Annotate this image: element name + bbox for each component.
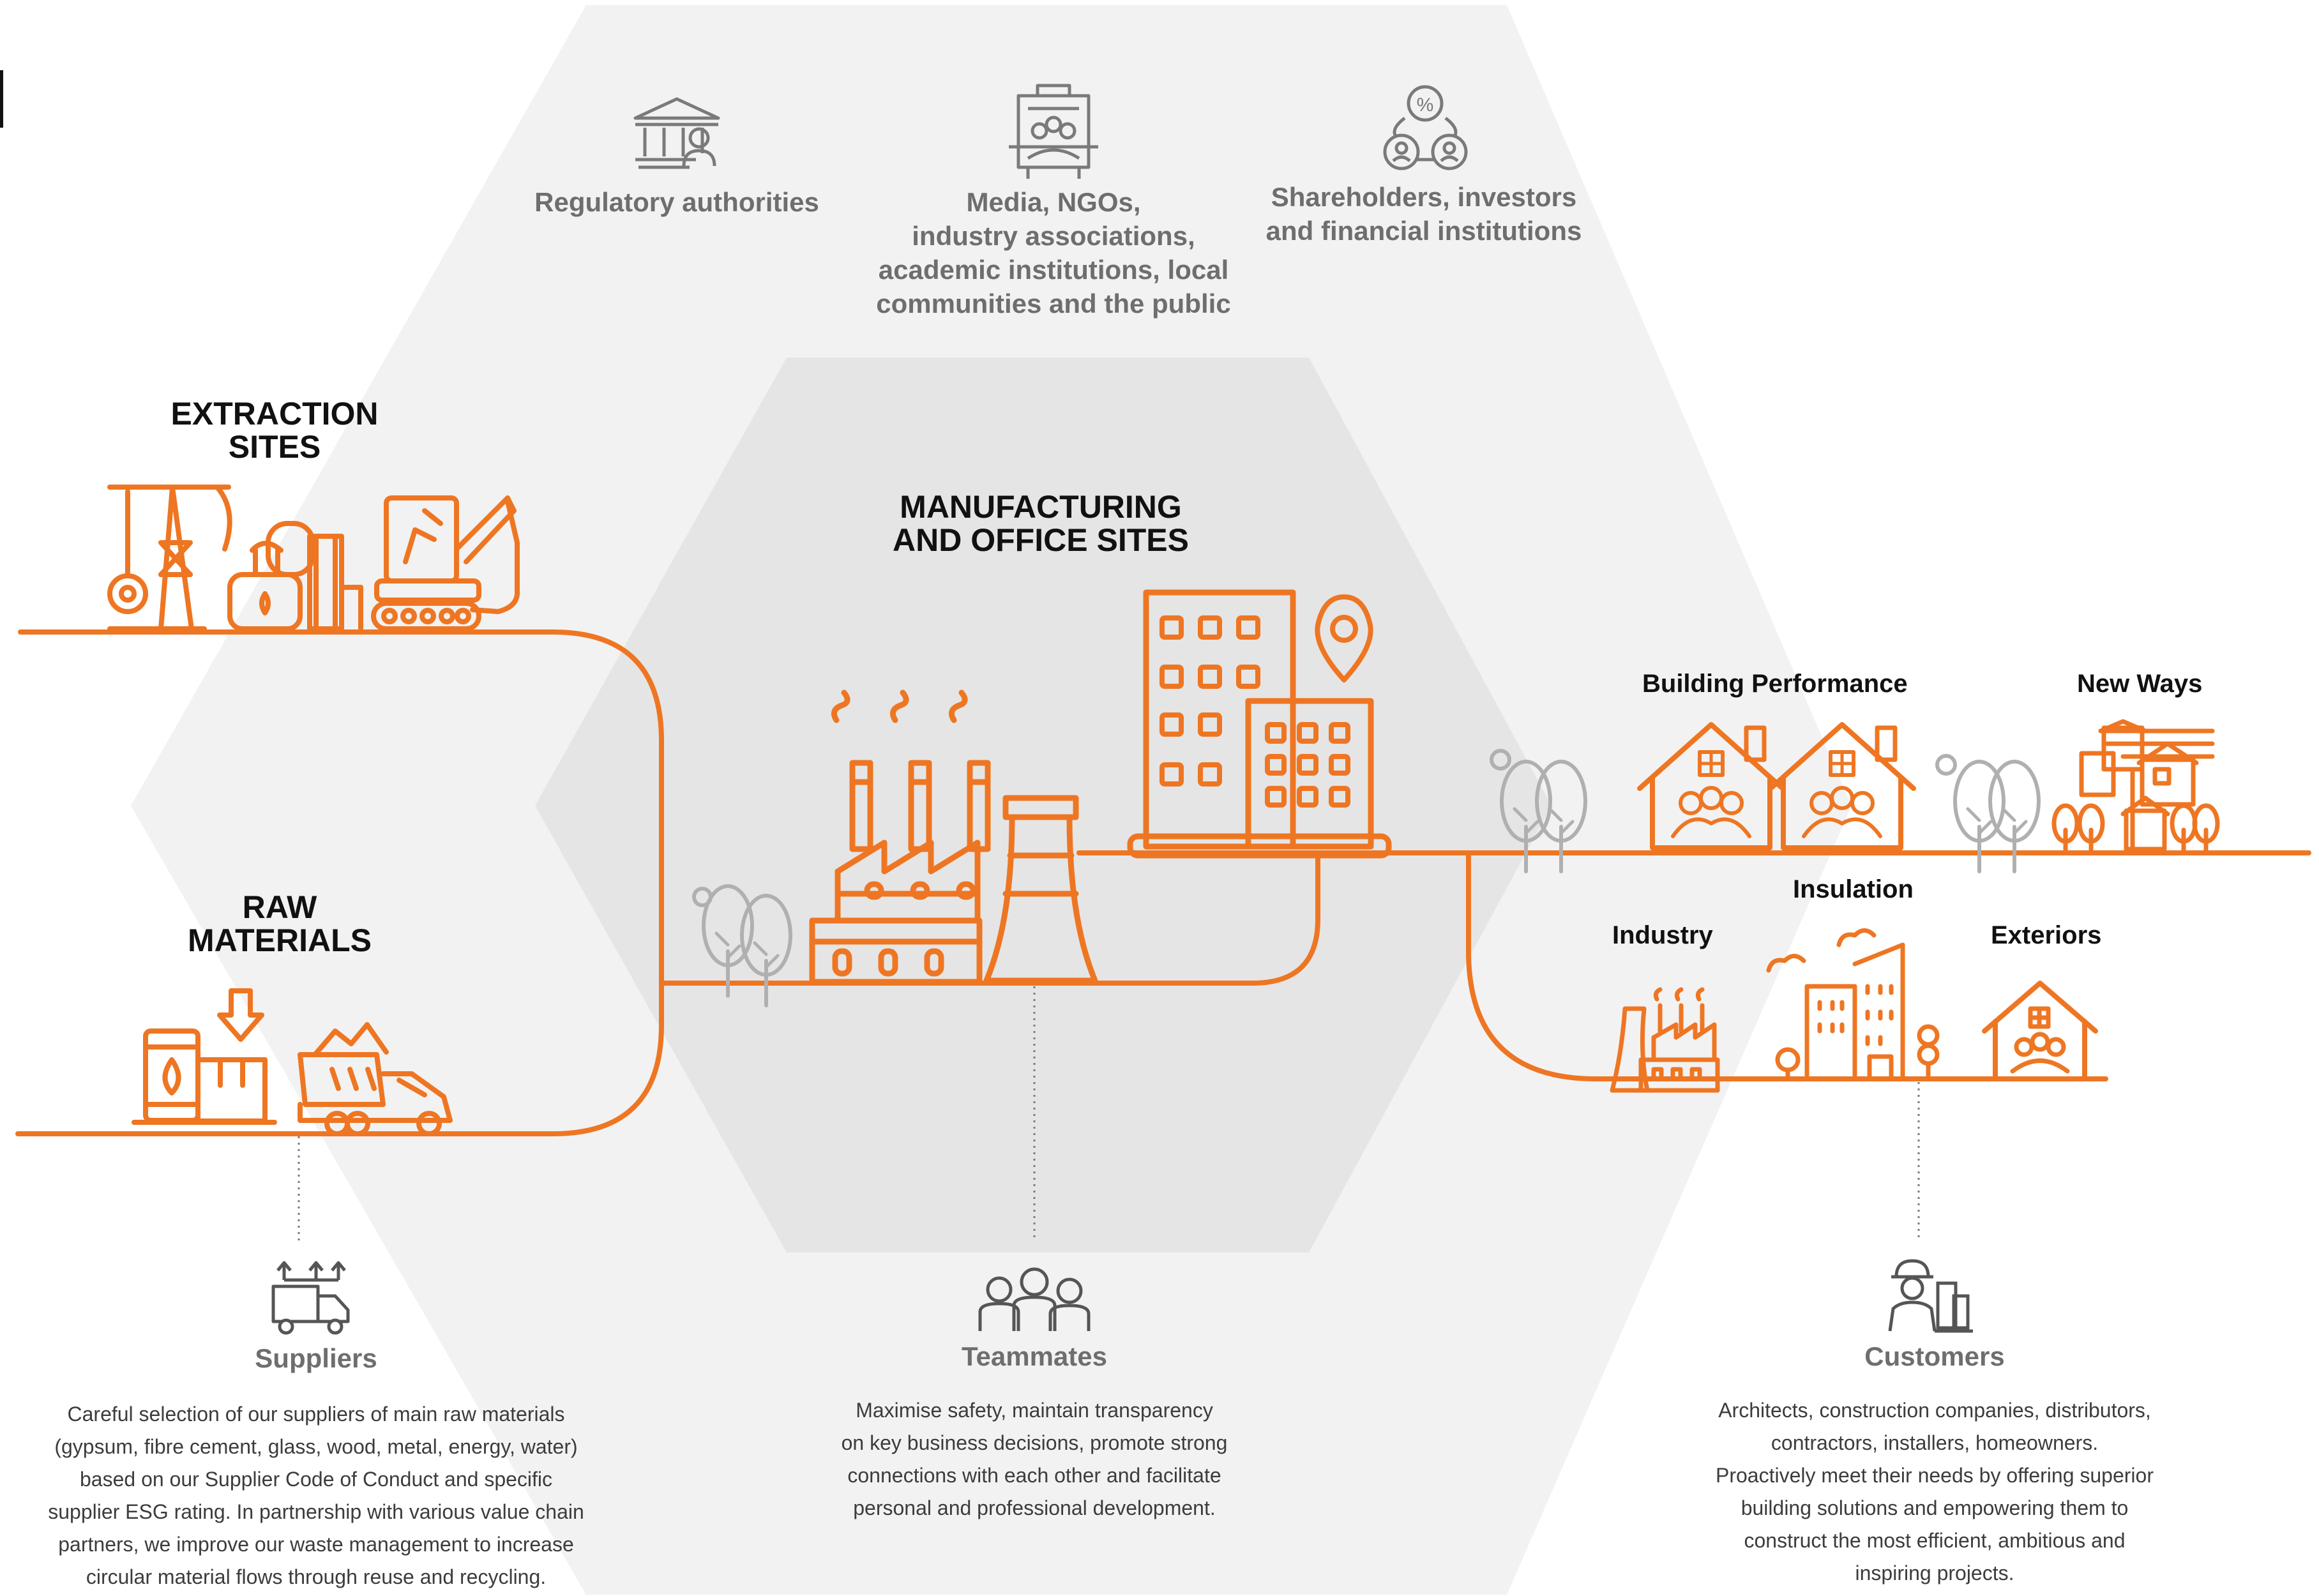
suppliers-title: Suppliers (255, 1343, 377, 1373)
investor-exchange-icon: % (1383, 85, 1468, 170)
market-top-illustration (1490, 719, 2220, 871)
suppliers-description: Careful selection of our suppliers of ma… (48, 1403, 584, 1588)
team-people-icon (978, 1267, 1091, 1331)
shareholders-label: Shareholders, investors and financial in… (1265, 182, 1582, 246)
construction-worker-icon (1888, 1259, 1973, 1333)
community-building-icon (1009, 84, 1098, 179)
teammates-title: Teammates (961, 1341, 1107, 1371)
inner-hexagon (535, 358, 1552, 1253)
extraction-flow-line (18, 629, 664, 986)
extraction-sites-illustration (107, 485, 520, 631)
customers-description: Architects, construction companies, dist… (1716, 1399, 2154, 1585)
teammates-description: Maximise safety, maintain transparency o… (841, 1399, 1228, 1519)
supplier-truck-icon (271, 1261, 350, 1335)
insulation-label: Insulation (1793, 875, 1914, 903)
regulatory-authorities-label: Regulatory authorities (534, 187, 819, 217)
manufacturing-flow-line (659, 850, 1320, 986)
market-bottom-line (1466, 850, 2108, 1081)
customers-title: Customers (1864, 1341, 2005, 1371)
corner-mark (0, 70, 3, 128)
manufacturing-illustration (692, 589, 1392, 1005)
manufacturing-sites-title: MANUFACTURING AND OFFICE SITES (893, 489, 1189, 558)
extraction-sites-title: EXTRACTION SITES (170, 396, 379, 465)
building-performance-label: Building Performance (1642, 670, 1908, 698)
market-bottom-illustration (1610, 928, 2098, 1093)
exteriors-label: Exteriors (1991, 921, 2102, 949)
raw-materials-title: RAW MATERIALS (188, 889, 372, 958)
new-ways-label: New Ways (2077, 670, 2203, 698)
raw-materials-illustration (132, 988, 453, 1136)
government-building-icon (633, 97, 720, 169)
media-ngos-label: Media, NGOs, industry associations, acad… (876, 187, 1231, 319)
industry-label: Industry (1612, 921, 1713, 949)
svg-text:%: % (1417, 94, 1434, 116)
connectors (298, 986, 1920, 1242)
raw-materials-flow-line (15, 981, 664, 1136)
